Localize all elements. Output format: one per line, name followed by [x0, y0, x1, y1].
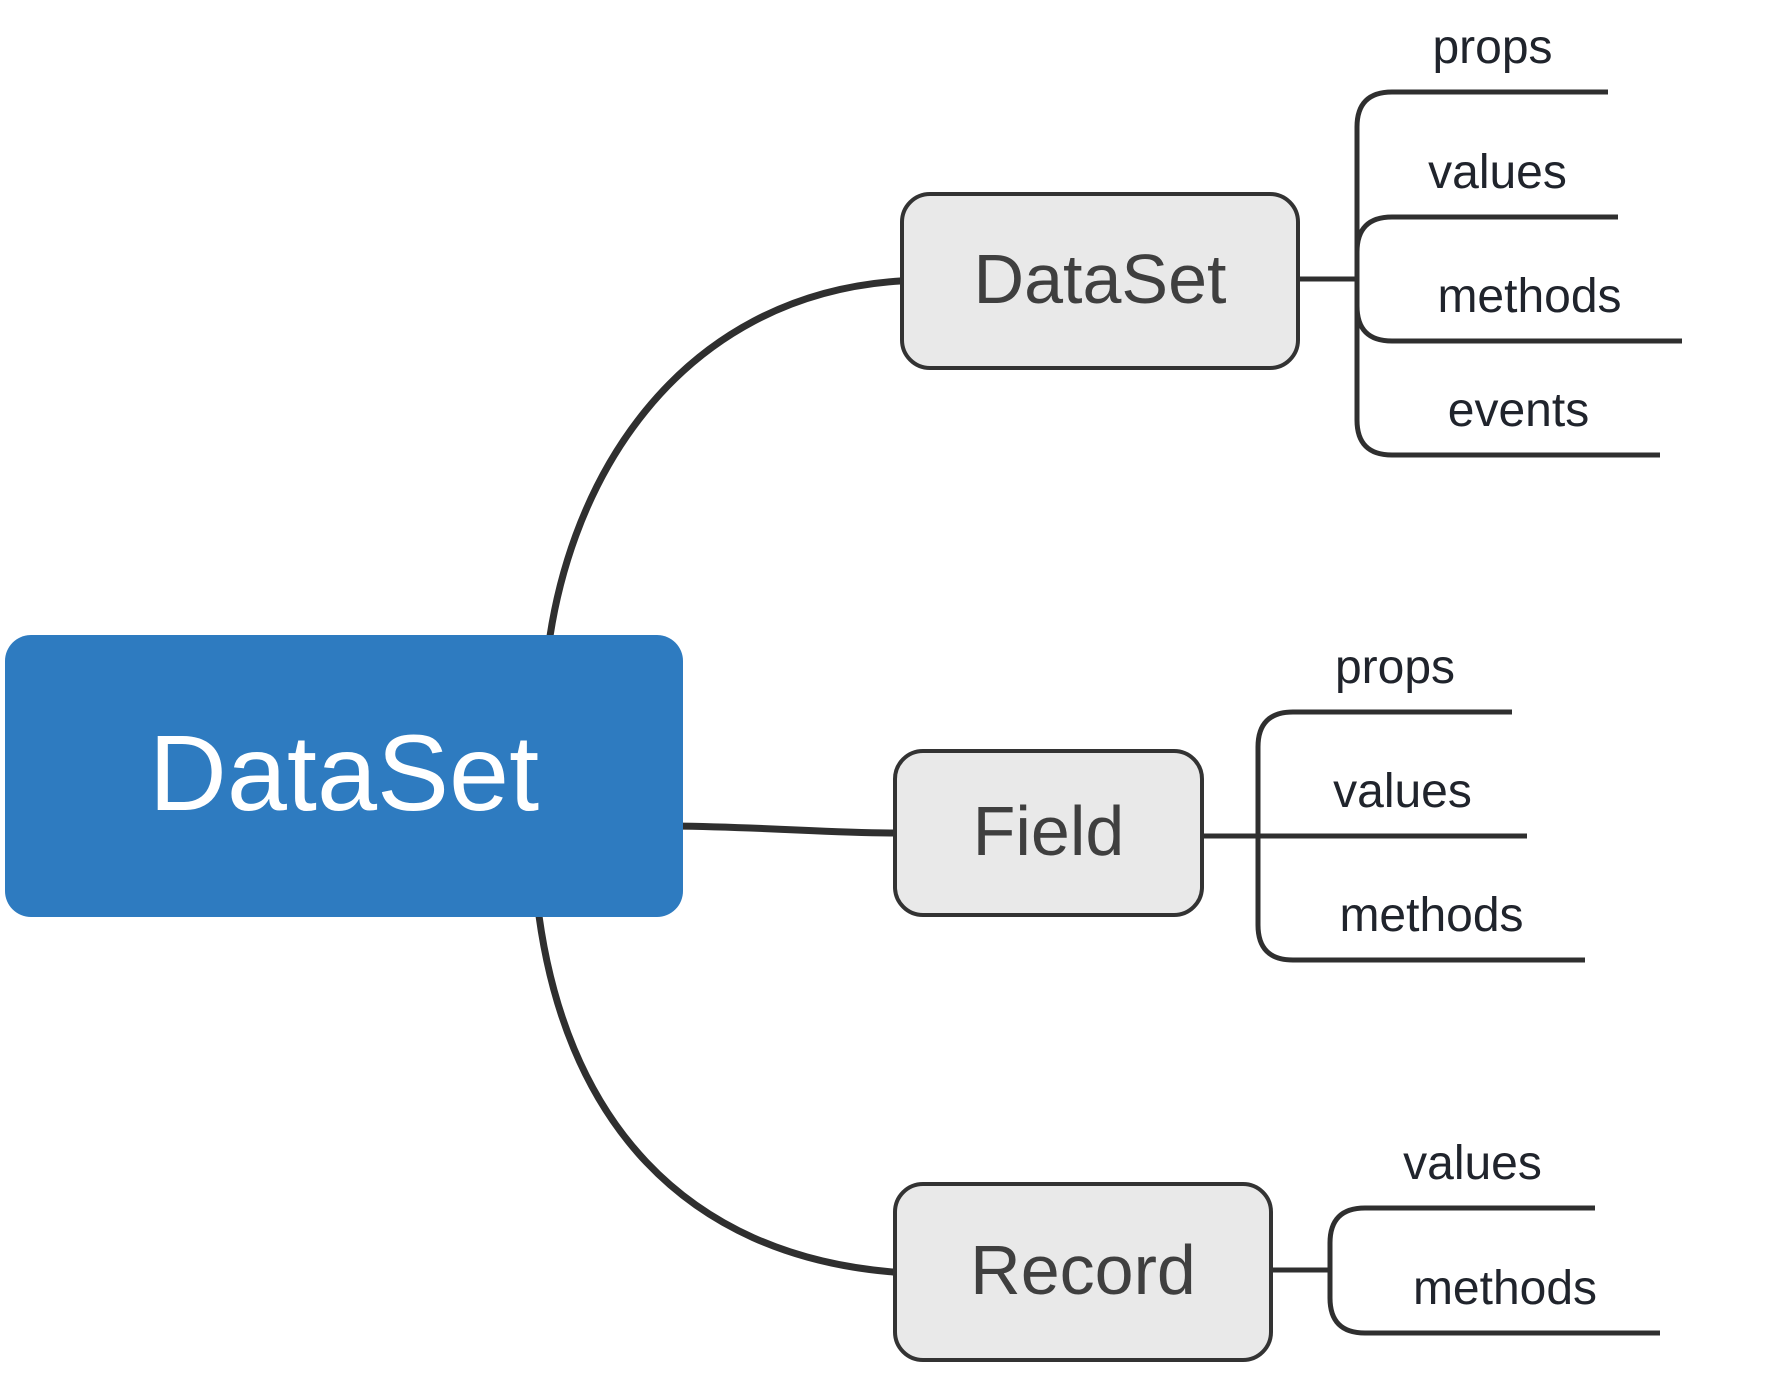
leaf-label-dataset-methods[interactable]: methods	[1437, 270, 1622, 323]
leaf-line-record-values	[1327, 1205, 1595, 1270]
leaf-line-field-methods	[1255, 836, 1585, 963]
leaf-label-dataset-values[interactable]: values	[1428, 146, 1567, 199]
leaf-label-field-props[interactable]: props	[1334, 641, 1456, 694]
link-root-to-branch-record	[533, 896, 897, 1276]
leaf-line-dataset-values	[1354, 214, 1618, 279]
branch-node-field[interactable]: Field	[893, 749, 1204, 917]
leaf-line-dataset-events	[1354, 279, 1660, 458]
leaf-label-dataset-props[interactable]: props	[1432, 21, 1553, 74]
leaf-label-record-values[interactable]: values	[1403, 1137, 1542, 1190]
leaf-label-dataset-events[interactable]: events	[1447, 384, 1590, 437]
link-root-to-branch-dataset	[541, 277, 904, 684]
leaf-label-record-methods[interactable]: methods	[1412, 1262, 1598, 1315]
branch-node-record[interactable]: Record	[893, 1182, 1273, 1362]
leaf-label-field-values[interactable]: values	[1333, 765, 1472, 818]
link-root-to-branch-field	[668, 822, 897, 837]
root-node[interactable]: DataSet	[5, 635, 683, 917]
leaf-line-record-methods	[1327, 1270, 1660, 1336]
branch-node-dataset[interactable]: DataSet	[900, 192, 1300, 370]
leaf-line-field-props	[1255, 709, 1512, 836]
leaf-line-dataset-props	[1354, 89, 1608, 279]
leaf-label-field-methods[interactable]: methods	[1339, 889, 1524, 942]
